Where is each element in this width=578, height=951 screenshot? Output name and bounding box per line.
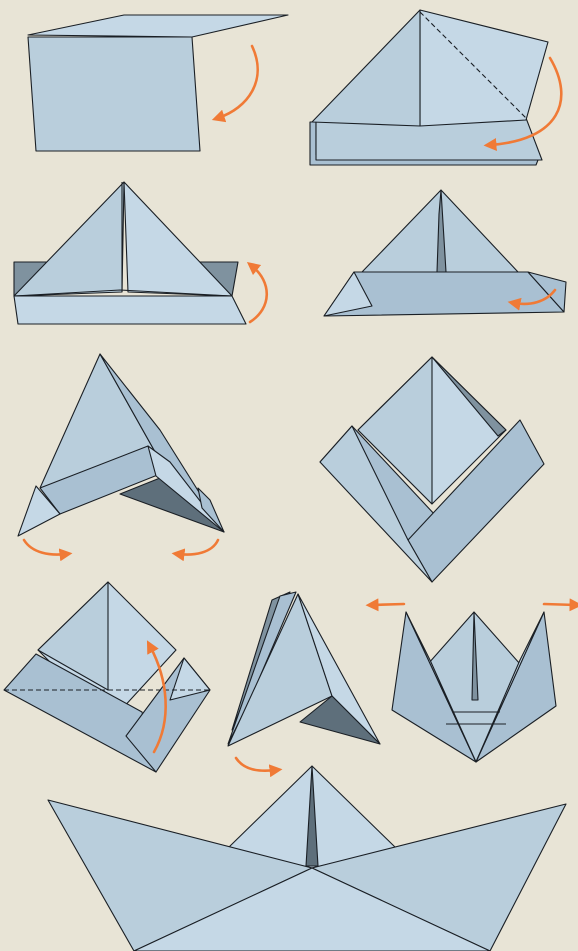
step-1-fold-arrow <box>218 46 258 118</box>
step-3-hat-fold-up <box>14 182 267 324</box>
step-9-arrow-right <box>544 604 576 605</box>
step-8-triangle-fold <box>228 592 380 771</box>
step-7-fold-triangle <box>4 582 210 772</box>
step-1-fold-sheet <box>28 15 288 151</box>
step-9-pull-apart <box>372 604 576 762</box>
step-5-arrow-left <box>24 540 66 555</box>
step-5-open-out <box>18 354 224 555</box>
step-10-finished-boat <box>48 766 566 951</box>
step-2-fold-corner <box>310 10 561 165</box>
step-4-tuck-corners <box>324 190 566 316</box>
step-3-fold-arrow <box>250 266 267 322</box>
step-6-diamond <box>320 357 544 582</box>
step-5-arrow-right <box>178 540 218 555</box>
step-8-fold-arrow <box>236 758 276 771</box>
step-9-arrow-left <box>372 604 404 605</box>
